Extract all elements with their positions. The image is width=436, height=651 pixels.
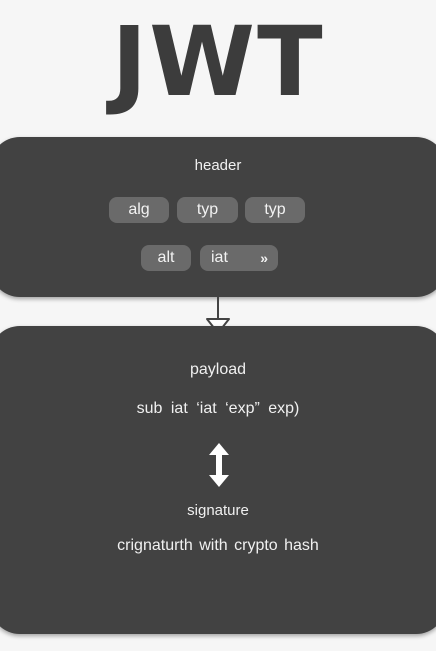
- header-field-iat: iat »: [200, 245, 278, 271]
- header-field-typ: typ: [177, 197, 238, 223]
- header-field-iat-label: iat: [211, 249, 228, 266]
- header-section: header alg typ typ alt iat »: [0, 137, 436, 297]
- header-label: header: [194, 157, 242, 174]
- double-chevron-right-icon: »: [260, 250, 268, 266]
- header-field-alt: alt: [141, 245, 191, 271]
- payload-label: payload: [189, 361, 247, 378]
- double-headed-arrow-icon: [209, 443, 229, 487]
- signature-description: crignaturth with crypto hash: [117, 537, 319, 554]
- signature-label: signature: [187, 502, 249, 519]
- header-field-alg: alg: [109, 197, 169, 223]
- header-field-typ-2: typ: [245, 197, 305, 223]
- page-title: JWT: [111, 6, 325, 118]
- payload-claims: sub iat ‘iat ‘exp” exp): [136, 400, 300, 417]
